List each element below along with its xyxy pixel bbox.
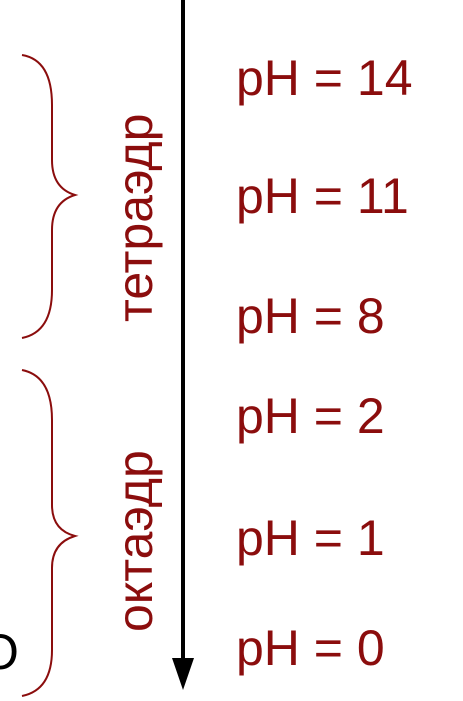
- ph-level-label: pH = 14: [236, 50, 413, 106]
- ph-arrow-head: [172, 658, 194, 690]
- tetrahedral-label: тетраэдр: [107, 113, 163, 322]
- ph-level-label: pH = 1: [236, 510, 385, 566]
- tetrahedral-brace: [21, 54, 79, 339]
- ph-level-label: pH = 2: [236, 388, 385, 444]
- edge-glyph-fragment: O: [0, 624, 19, 680]
- ph-level-label: pH = 8: [236, 288, 385, 344]
- octahedral-label: октаэдр: [107, 450, 163, 632]
- octahedral-brace: [21, 369, 79, 697]
- ph-level-label: pH = 0: [236, 620, 385, 676]
- ph-level-label: pH = 11: [236, 168, 409, 224]
